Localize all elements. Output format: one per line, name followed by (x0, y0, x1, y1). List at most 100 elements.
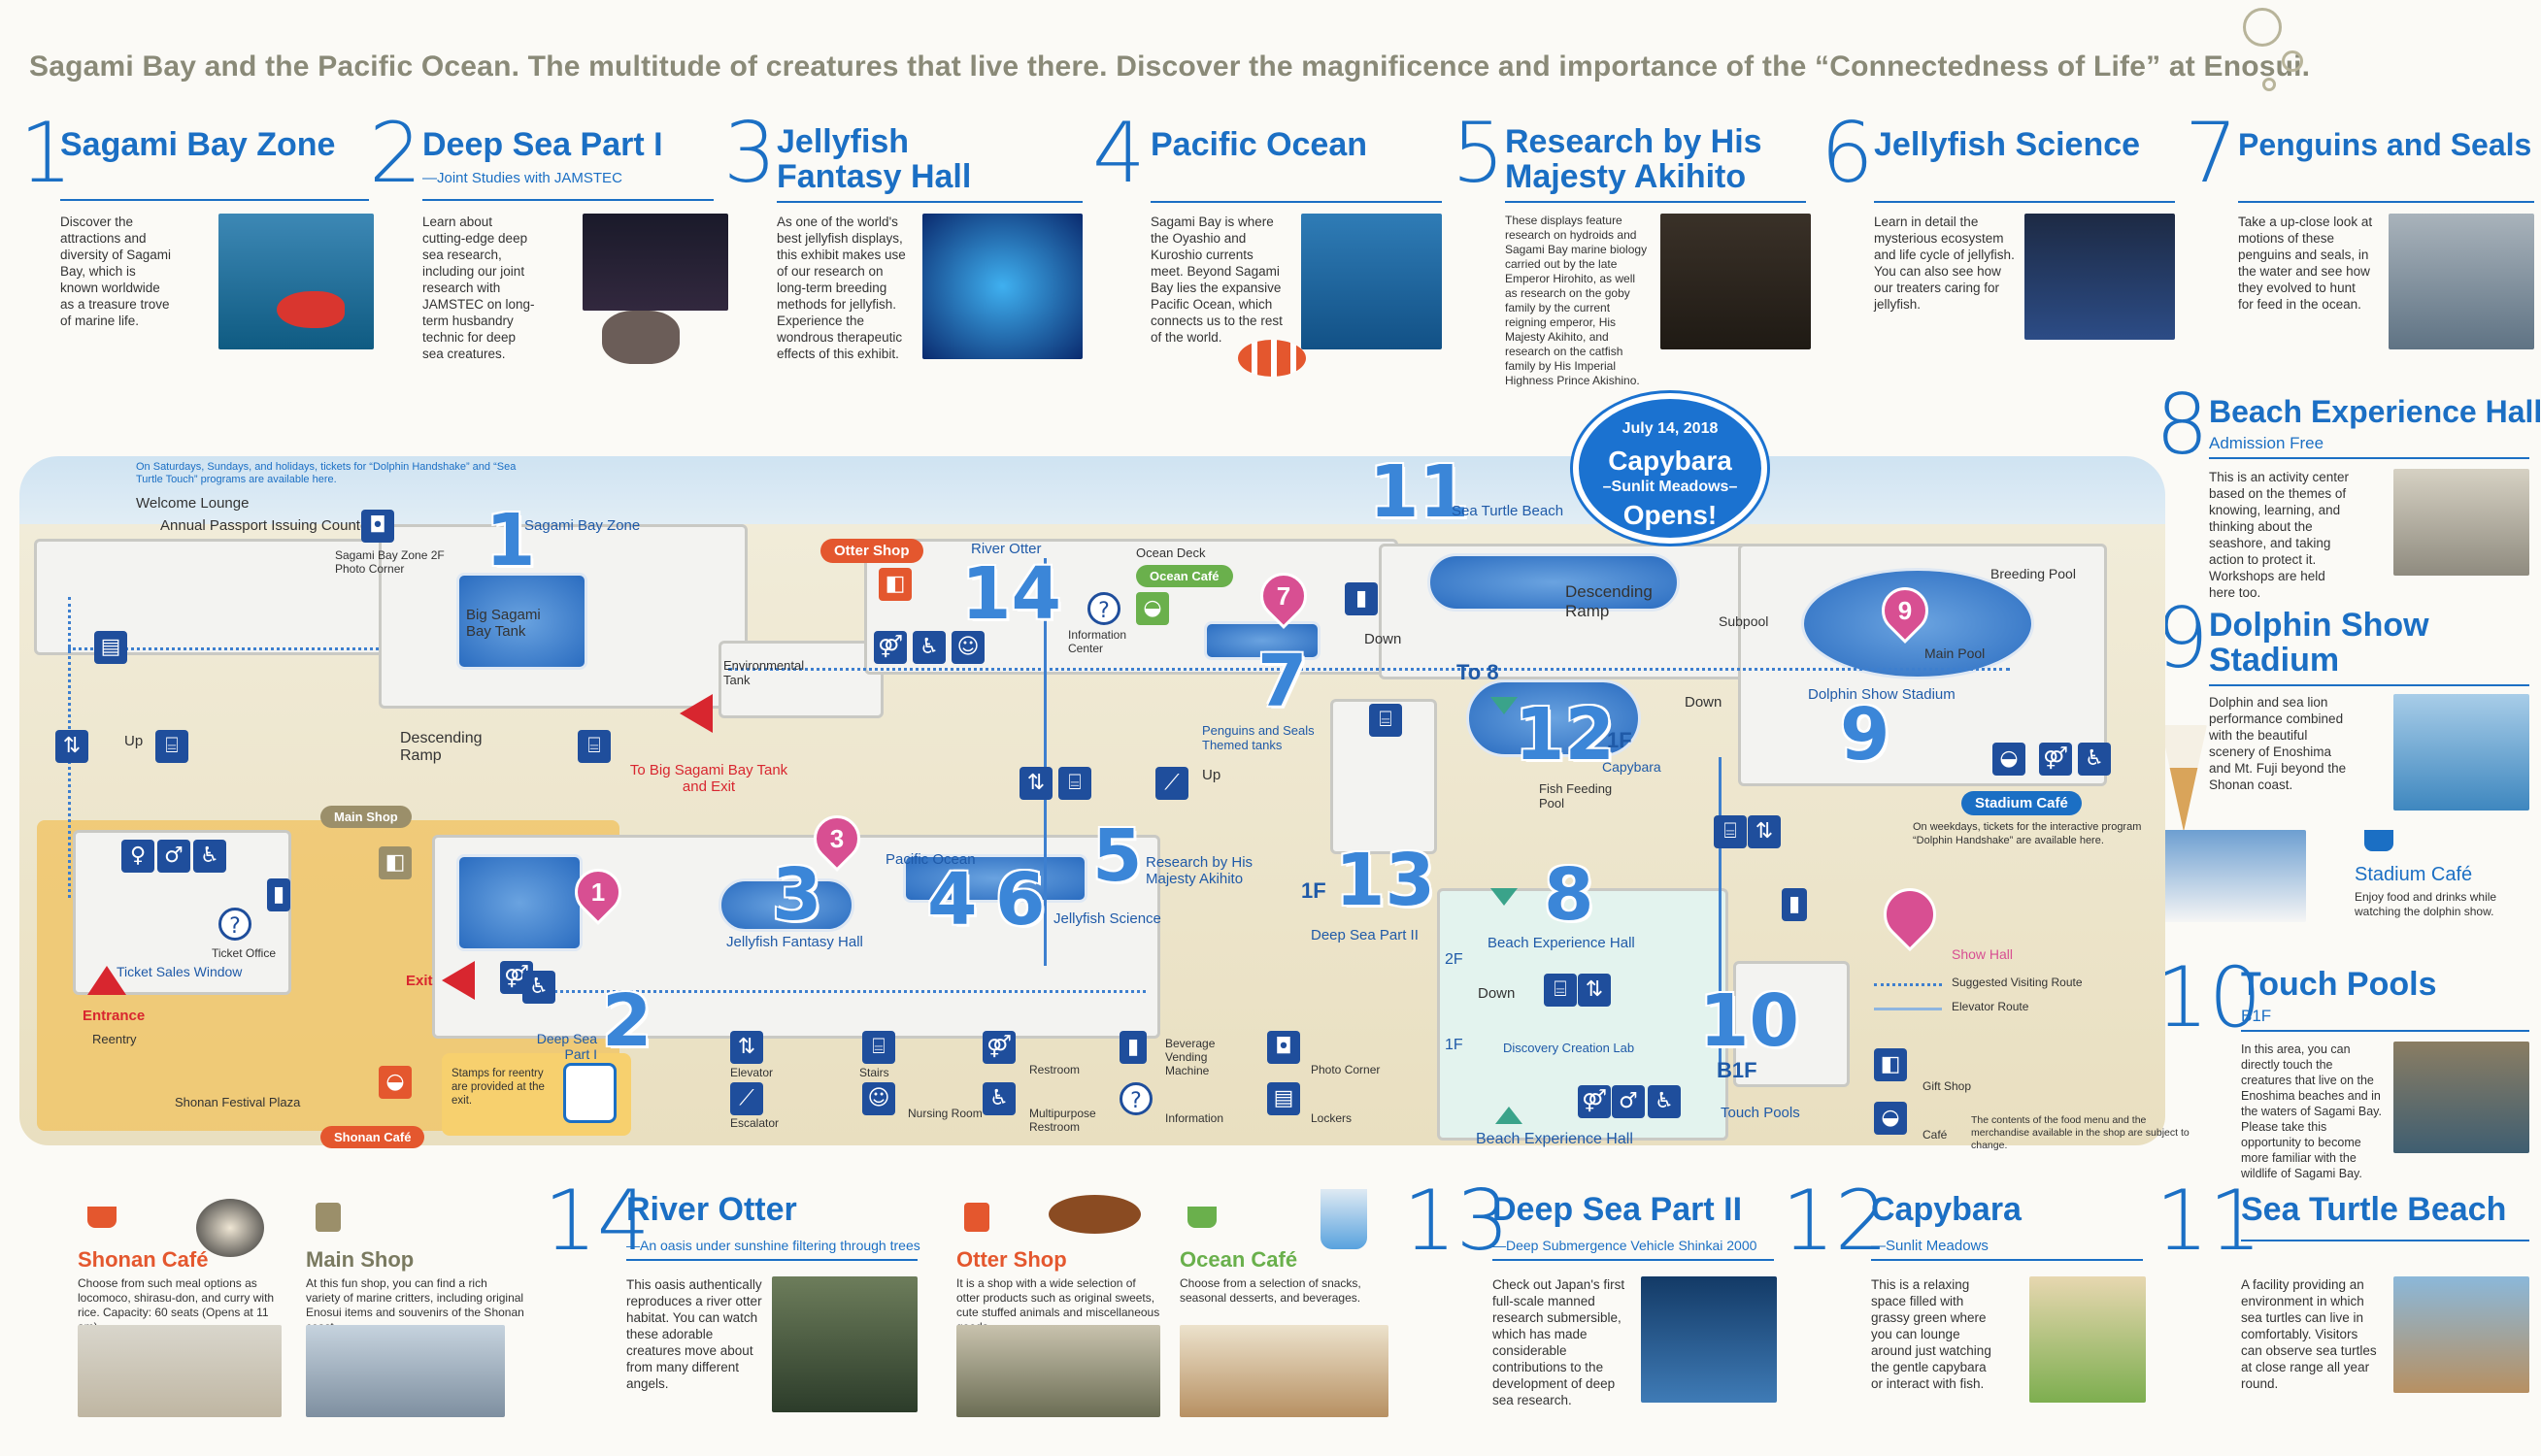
building-west (34, 539, 393, 655)
zone-card-dolphin-stadium[interactable]: 9 Dolphin Show Stadium Dolphin and sea l… (2156, 597, 2534, 927)
zone-card-capybara[interactable]: 12 Capybara —Sunlit Meadows This is a re… (1782, 1179, 2151, 1451)
shop-photo (956, 1325, 1160, 1417)
stairs-icon[interactable]: ⌸ (578, 730, 611, 763)
food-illustration (196, 1199, 264, 1257)
multipurpose-restroom-icon: ♿ (983, 1082, 1016, 1115)
divider (777, 201, 1083, 203)
legend-label: Show Hall (1952, 946, 2014, 962)
restroom-icon[interactable]: ♀ (121, 840, 154, 873)
zone-card-research-akihito[interactable]: 5 Research by His Majesty Akihito These … (1452, 112, 1816, 432)
elevator-icon[interactable]: ⇅ (1578, 974, 1611, 1007)
restroom-icon[interactable]: ♂ (1612, 1085, 1645, 1118)
zone-description: These displays feature research on hydro… (1505, 214, 1648, 387)
multipurpose-restroom-icon[interactable]: ♿ (2078, 743, 2111, 776)
legend-label: Elevator (730, 1066, 774, 1079)
cafe-icon[interactable]: ◒ (1992, 743, 2025, 776)
zone-card-jellyfish-science[interactable]: 6 Jellyfish Science Learn in detail the … (1821, 112, 2185, 374)
stairs-icon[interactable]: ⌸ (1369, 704, 1402, 737)
divider (2241, 1240, 2529, 1241)
zone-number: 12 (1782, 1173, 1889, 1270)
elevator-icon[interactable]: ⇅ (1020, 767, 1053, 800)
restroom-icon[interactable]: ⚤ (874, 631, 907, 664)
zone-title: Deep Sea Part I (422, 126, 663, 163)
stadium-cafe-photo (2160, 830, 2306, 922)
zone-photo (922, 214, 1083, 359)
stadium-cafe-tag[interactable]: Stadium Café (1961, 791, 2082, 815)
zone-description: Discover the attractions and diversity o… (60, 215, 172, 328)
information-icon[interactable]: ? (218, 908, 251, 941)
stairs-icon[interactable]: ⌸ (1714, 815, 1747, 848)
cafe-icon[interactable]: ◒ (379, 1066, 412, 1099)
cafe-icon[interactable]: ◒ (1136, 592, 1169, 625)
restroom-icon: ⚤ (983, 1031, 1016, 1064)
zone-number: 1 (19, 105, 73, 202)
zone-card-penguins-seals[interactable]: 7 Penguins and Seals Take a up-close loo… (2185, 112, 2536, 374)
divider (1505, 201, 1806, 203)
breeding-pool-label: Breeding Pool (1990, 566, 2076, 581)
zone-card-deep-sea-1[interactable]: 2 Deep Sea Part I —Joint Studies with JA… (369, 112, 728, 374)
zone-card-touch-pools[interactable]: 10 Touch Pools B1F In this area, you can… (2156, 956, 2534, 1180)
shop-ocean-cafe[interactable]: Ocean Café Choose from a selection of sn… (1180, 1189, 1398, 1427)
zone-card-sea-turtle-beach[interactable]: 11 Sea Turtle Beach A facility providing… (2156, 1179, 2534, 1451)
shonan-plaza-label: Shonan Festival Plaza (175, 1095, 301, 1109)
divider (1874, 201, 2175, 203)
zone-description: Learn in detail the mysterious ecosystem… (1874, 215, 2015, 312)
elevator-icon[interactable]: ⇅ (1748, 815, 1781, 848)
big-sagami-bay-tank-lower (456, 854, 583, 951)
shop-description: At this fun shop, you can find a rich va… (306, 1276, 524, 1334)
multipurpose-restroom-icon[interactable]: ♿ (1648, 1085, 1681, 1118)
legend-label: Nursing Room (908, 1107, 983, 1120)
legend-label: Escalator (730, 1116, 780, 1130)
divider (1871, 1259, 2143, 1261)
shonan-cafe-tag[interactable]: Shonan Café (320, 1126, 425, 1148)
shop-main-shop[interactable]: Main Shop At this fun shop, you can find… (306, 1189, 524, 1427)
vending-machine-icon[interactable]: ▮ (1345, 582, 1378, 615)
vending-machine-icon[interactable]: ▮ (267, 878, 290, 911)
shop-otter-shop[interactable]: Otter Shop It is a shop with a wide sele… (956, 1189, 1175, 1427)
stairs-icon[interactable]: ⌸ (155, 730, 188, 763)
visiting-route (728, 668, 2010, 671)
stairs-icon[interactable]: ⌸ (1058, 767, 1091, 800)
multipurpose-restroom-icon[interactable]: ♿ (193, 840, 226, 873)
information-icon[interactable]: ? (1087, 592, 1120, 625)
floor-1f-beach-label: 1F (1445, 1037, 1463, 1053)
gift-shop-icon[interactable]: ◧ (379, 846, 412, 879)
zone-card-sagami-bay[interactable]: 1 Sagami Bay Zone Discover the attractio… (19, 105, 374, 374)
pacific-ocean-label: Pacific Ocean (886, 851, 976, 868)
restroom-icon[interactable]: ♂ (157, 840, 190, 873)
sea-turtle-beach-label: Sea Turtle Beach (1452, 503, 1564, 519)
zone-photo (1660, 214, 1811, 349)
ocean-cafe-tag[interactable]: Ocean Café (1136, 565, 1233, 587)
gift-shop-icon[interactable]: ◧ (879, 568, 912, 601)
nursing-room-icon: ☺ (862, 1082, 895, 1115)
photo-corner-icon[interactable]: ◘ (361, 510, 394, 543)
lockers-icon[interactable]: ▤ (94, 631, 127, 664)
descending-ramp-east-label: Descending Ramp (1565, 582, 1653, 620)
zone-card-jellyfish-fantasy[interactable]: 3 Jellyfish Fantasy Hall As one of the w… (723, 112, 1087, 374)
stairs-icon[interactable]: ⌸ (1544, 974, 1577, 1007)
main-shop-tag[interactable]: Main Shop (320, 806, 412, 828)
escalator-icon[interactable]: ⟋ (1155, 767, 1188, 800)
zone-card-river-otter[interactable]: 14 River Otter —An oasis under sunshine … (544, 1179, 922, 1451)
stadium-cafe-title: Stadium Café (2355, 864, 2473, 885)
otter-shop-tag[interactable]: Otter Shop (820, 539, 923, 563)
legend-label: Information (1165, 1111, 1224, 1125)
building-deep-sea-2 (1330, 699, 1437, 854)
shop-shonan-cafe[interactable]: Shonan Café Choose from such meal option… (78, 1189, 282, 1427)
multipurpose-restroom-icon[interactable]: ♿ (913, 631, 946, 664)
elevator-icon[interactable]: ⇅ (55, 730, 88, 763)
restroom-icon[interactable]: ⚤ (2039, 743, 2072, 776)
research-akihito-label: Research by His Majesty Akihito (1146, 854, 1254, 887)
multipurpose-restroom-icon[interactable]: ♿ (522, 971, 555, 1004)
stamps-callout: Stamps for reentry are provided at the e… (442, 1053, 631, 1136)
nursing-room-icon[interactable]: ☺ (952, 631, 985, 664)
zone-card-deep-sea-2[interactable]: 13 Deep Sea Part II —Deep Submergence Ve… (1403, 1179, 1782, 1451)
visiting-route (524, 990, 1146, 993)
zone-photo (2393, 1276, 2529, 1393)
vending-machine-icon[interactable]: ▮ (1782, 888, 1807, 921)
zone-number: 8 (2156, 377, 2209, 474)
restroom-icon[interactable]: ⚤ (1578, 1085, 1611, 1118)
ice-cream-illustration (2160, 725, 2207, 832)
zone-card-pacific-ocean[interactable]: 4 Pacific Ocean Sagami Bay is where the … (1092, 112, 1442, 377)
zone-card-beach-experience[interactable]: 8 Beach Experience Hall Admission Free T… (2156, 377, 2541, 600)
